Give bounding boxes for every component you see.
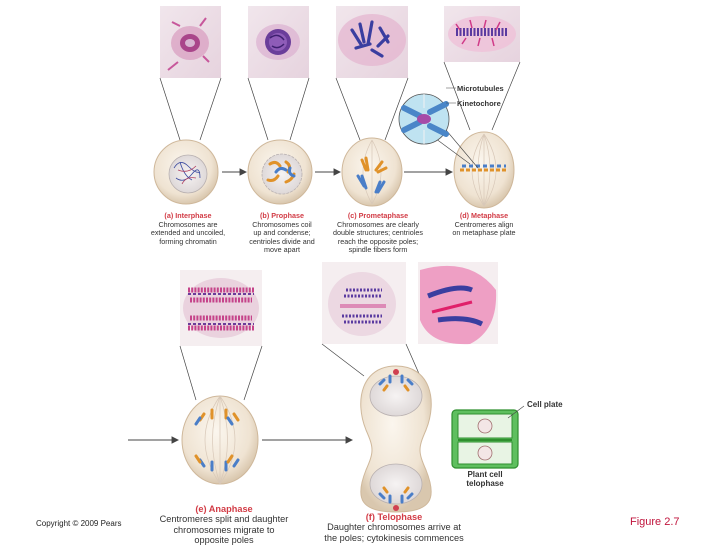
caption-prophase-line: move apart <box>264 245 300 255</box>
connector-lines-top <box>159 61 521 141</box>
caption-telophase-line: the poles; cytokinesis commences <box>324 532 464 543</box>
micrograph-anaphase <box>180 270 262 346</box>
caption-interphase-line: forming chromatin <box>159 236 217 246</box>
caption-anaphase-line: Centromeres split and daughter <box>159 514 289 525</box>
label-plant-cell-line: telophase <box>466 479 504 488</box>
caption-metaphase-heading: (d) Metaphase <box>459 211 509 220</box>
caption-interphase: (a) Interphase Chromosomes are extended … <box>142 211 234 246</box>
caption-prometaphase-line: spindle fibers form <box>348 245 408 255</box>
caption-prometaphase-line: Chromosomes are clearly <box>337 219 419 229</box>
label-plant-cell-line: Plant cell <box>467 470 503 479</box>
copyright-text: Copyright © 2009 Pears <box>36 519 122 528</box>
cell-anaphase <box>181 395 259 485</box>
micrograph-metaphase <box>444 6 520 62</box>
caption-telophase-heading: (f) Telophase <box>365 512 423 522</box>
micrograph-prometaphase <box>336 6 408 78</box>
micrograph-plant-telophase <box>418 262 498 345</box>
caption-telophase: (f) Telophase Daughter chromosomes arriv… <box>312 512 476 543</box>
caption-metaphase-line: Centromeres align <box>454 219 514 229</box>
caption-prophase-heading: (b) Prophase <box>260 211 304 220</box>
caption-prometaphase-line: reach the opposite poles; <box>337 236 419 246</box>
caption-anaphase-line: chromosomes migrate to <box>173 524 275 535</box>
arrows-top-row <box>222 168 454 176</box>
micrograph-prophase <box>248 6 309 78</box>
cell-interphase <box>153 139 219 205</box>
kinetochore-inset <box>398 87 479 169</box>
caption-interphase-line: Chromosomes are <box>158 219 218 229</box>
connector-lines-bottom <box>179 343 421 401</box>
caption-prophase: (b) Prophase Chromosomes coil up and con… <box>238 211 326 255</box>
caption-prophase-line: Chromosomes coil <box>252 219 312 229</box>
cell-telophase <box>360 365 432 513</box>
caption-anaphase-line: opposite poles <box>194 535 254 546</box>
caption-interphase-line: extended and uncoiled, <box>150 228 226 238</box>
cell-prophase <box>247 139 313 205</box>
plant-cell-diagram <box>451 405 525 469</box>
caption-metaphase: (d) Metaphase Centromeres align on metap… <box>440 211 528 238</box>
caption-prophase-line: centrioles divide and <box>249 236 315 246</box>
caption-prometaphase-line: double structures; centrioles <box>333 228 423 238</box>
caption-interphase-heading: (a) Interphase <box>164 211 212 220</box>
label-cell-plate: Cell plate <box>527 400 563 409</box>
micrograph-telophase <box>322 262 406 344</box>
cell-prometaphase <box>341 137 403 207</box>
caption-telophase-line: Daughter chromosomes arrive at <box>327 522 461 533</box>
label-kinetochore: Kinetochore <box>457 99 501 108</box>
caption-prometaphase: (c) Prometaphase Chromosomes are clearly… <box>326 211 430 255</box>
caption-prophase-line: up and condense; <box>253 228 311 238</box>
arrows-bottom-row <box>128 436 354 444</box>
label-microtubules: Microtubules <box>457 84 504 93</box>
figure-number: Figure 2.7 <box>630 516 680 528</box>
caption-anaphase: (e) Anaphase Centromeres split and daugh… <box>142 504 306 546</box>
label-plant-cell: Plant cell telophase <box>455 470 515 488</box>
caption-prometaphase-heading: (c) Prometaphase <box>347 211 409 220</box>
cell-metaphase <box>453 131 515 209</box>
caption-anaphase-heading: (e) Anaphase <box>195 504 253 514</box>
micrograph-interphase <box>160 6 221 78</box>
caption-metaphase-line: on metaphase plate <box>452 228 516 238</box>
